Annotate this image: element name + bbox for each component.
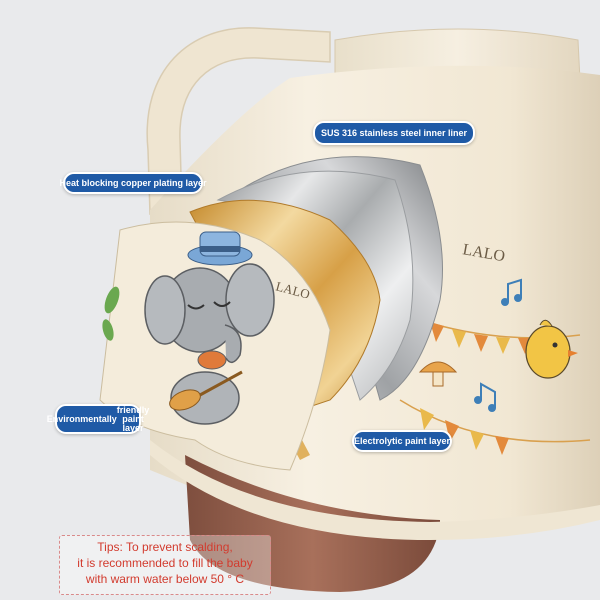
tips-box: Tips: To prevent scalding, it is recomme… <box>59 535 271 595</box>
label-eco-line2: friendly paint layer <box>116 404 150 433</box>
elephant-illustration <box>144 231 275 425</box>
music-note-icon <box>474 278 522 412</box>
label-eco-paint-layer: Environmentally friendly paint layer <box>47 404 149 434</box>
tips-line-3: with warm water below 50 ° C <box>85 572 245 586</box>
bottle-handle <box>146 27 331 215</box>
label-eco-line1: Environmentally <box>46 413 117 424</box>
label-inner-liner: SUS 316 stainless steel inner liner <box>313 121 475 145</box>
label-electrolytic-layer: Electrolytic paint layer <box>352 430 452 452</box>
tips-line-2: it is recommended to fill the baby <box>77 556 253 570</box>
label-copper-layer: Heat blocking copper plating layer <box>59 172 207 194</box>
leaf-decoration <box>102 286 120 341</box>
chick-illustration <box>525 319 578 379</box>
mushroom-illustration <box>418 361 458 387</box>
tips-line-1: Tips: To prevent scalding, <box>97 540 233 554</box>
